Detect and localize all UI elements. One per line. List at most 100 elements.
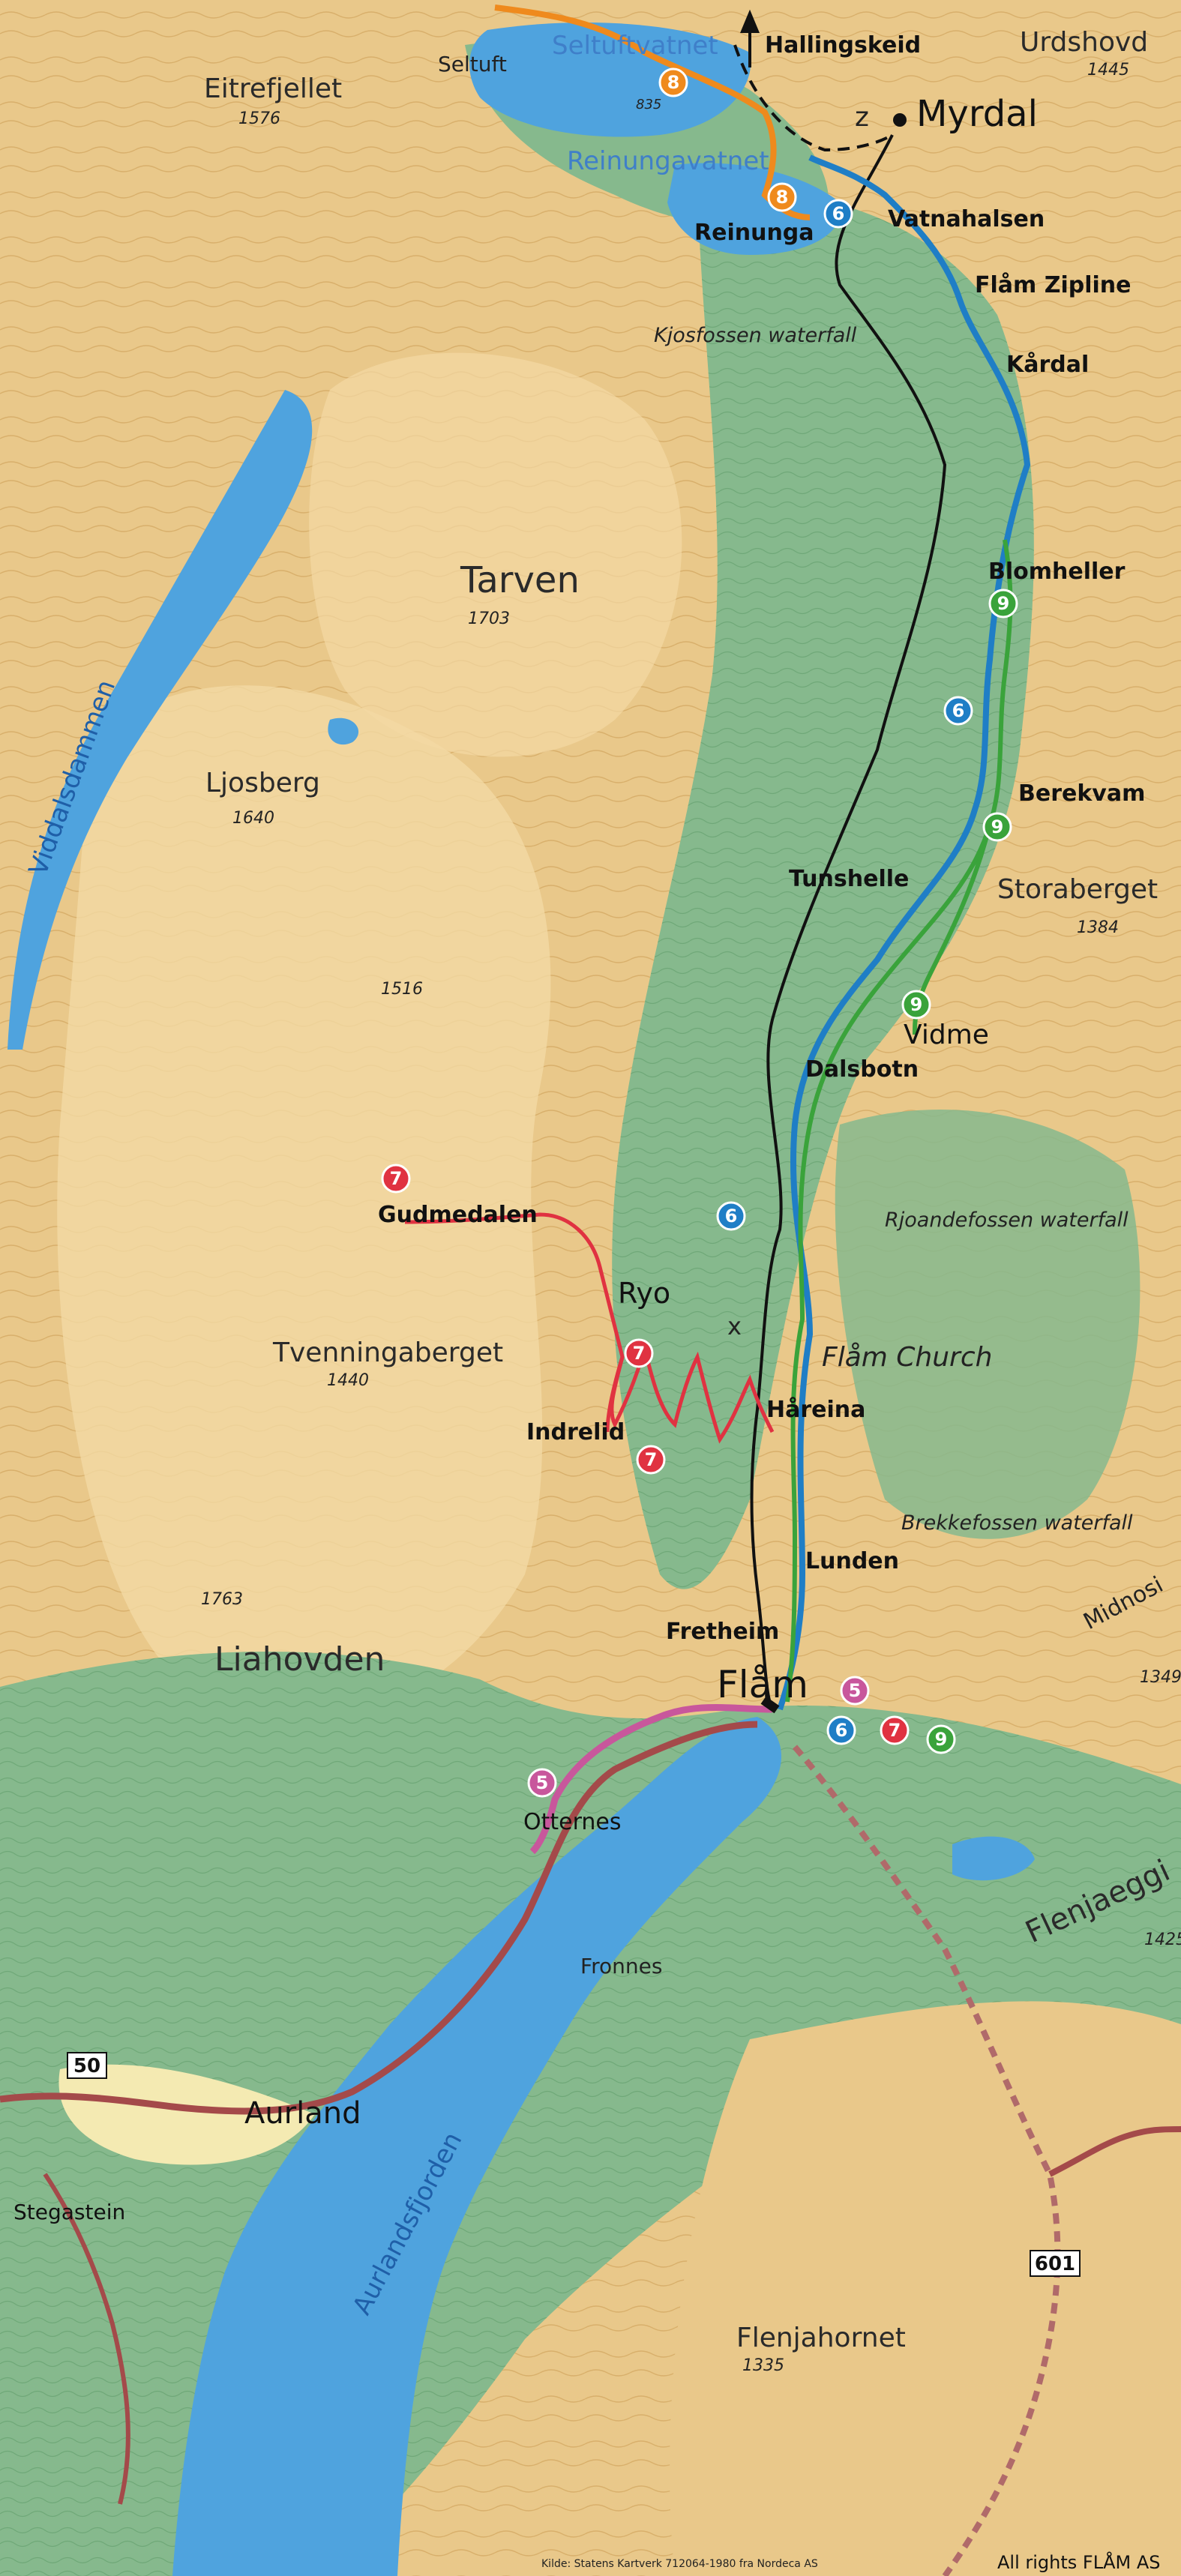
- myrdal-station-icon: [893, 113, 907, 127]
- road-601: [792, 1745, 1061, 2576]
- storaberget-label: Storaberget: [997, 874, 1158, 905]
- flam-church-label: Flåm Church: [822, 1342, 992, 1373]
- trail-7-indrelid: [605, 1356, 625, 1433]
- road-shield-50: 50: [67, 2052, 107, 2079]
- fretheim-label: Fretheim: [666, 1619, 779, 1645]
- route-7-label: 7: [633, 1343, 646, 1364]
- high-plateau-west: [57, 685, 551, 1721]
- route-badge-6-dalsbotn: 6: [716, 1201, 746, 1231]
- route-badge-6-flam: 6: [826, 1715, 856, 1745]
- trail-6: [777, 154, 1031, 1711]
- trail-5: [529, 1704, 773, 1855]
- vatnahalsen-label: Vatnahalsen: [888, 206, 1045, 232]
- north-arrow: [740, 9, 760, 67]
- hallingskeid-label: Hallingskeid: [765, 32, 921, 58]
- flenjahornet-label: Flenjahornet: [736, 2323, 906, 2353]
- tvenningaberget-label: Tvenningaberget: [272, 1337, 503, 1368]
- route-6-label: 6: [835, 1720, 848, 1741]
- route-6-label: 6: [725, 1206, 738, 1227]
- seltuft-label: Seltuft: [438, 52, 507, 76]
- blomheller-label: Blomheller: [988, 559, 1126, 585]
- elev-1763: 1763: [201, 1590, 243, 1609]
- kardal-label: Kårdal: [1006, 351, 1089, 378]
- route-9-label: 9: [910, 994, 923, 1015]
- hareina-label: Håreina: [766, 1396, 865, 1423]
- urdshovd-elev: 1445: [1087, 61, 1129, 79]
- route-badge-7-flam: 7: [880, 1715, 910, 1745]
- small-lake-2: [952, 1836, 1035, 1881]
- rights-label: All rights FLÅM AS: [997, 2551, 1161, 2573]
- tunshelle-label: Tunshelle: [789, 866, 909, 892]
- route-badge-5-flam: 5: [840, 1676, 870, 1706]
- route-badge-5-otternes: 5: [527, 1768, 557, 1798]
- otternes-label: Otternes: [523, 1809, 622, 1835]
- aurland-label: Aurland: [244, 2096, 361, 2131]
- route-badge-7-ryo: 7: [624, 1338, 654, 1368]
- tvenningaberget-elev: 1440: [327, 1371, 369, 1390]
- route-badge-9-blomheller: 9: [988, 589, 1018, 619]
- seltuftvatnet-label: Seltuftvatnet: [552, 31, 718, 61]
- route-badge-8-reinunga: 8: [767, 182, 797, 212]
- flam-railway: [750, 134, 947, 1710]
- road-601-label: 601: [1035, 2253, 1075, 2275]
- reinunga-label: Reinunga: [694, 220, 814, 246]
- aurlandsfjorden: [172, 1717, 782, 2576]
- reinungavatnet-label: Reinungavatnet: [567, 146, 769, 176]
- eitrefjellet-elev: 1576: [238, 109, 280, 128]
- ljosberg-elev: 1640: [232, 809, 274, 828]
- small-lake-1: [328, 717, 359, 745]
- flam-label: Flåm: [717, 1663, 808, 1706]
- indrelid-label: Indrelid: [526, 1419, 625, 1445]
- route-badge-9-vidme: 9: [901, 990, 931, 1020]
- reinungavatnet-lake: [667, 163, 841, 255]
- rjoandefossen-label: Rjoandefossen waterfall: [885, 1209, 1129, 1232]
- urdshovd-label: Urdshovd: [1020, 27, 1148, 58]
- elev-835: 835: [636, 97, 661, 112]
- lunden-label: Lunden: [805, 1548, 899, 1574]
- liahovden-label: Liahovden: [214, 1640, 385, 1679]
- route-5-label: 5: [849, 1680, 862, 1701]
- trail-8: [494, 4, 811, 220]
- forest-east-slopes: [835, 1110, 1141, 1539]
- route-7-label: 7: [645, 1449, 658, 1470]
- elev-1425: 1425: [1144, 1931, 1181, 1949]
- elev-1349: 1349: [1140, 1668, 1181, 1687]
- storaberget-elev: 1384: [1077, 918, 1119, 937]
- elev-1516: 1516: [381, 980, 423, 999]
- flenjahornet-elev: 1335: [742, 2356, 784, 2375]
- trail-7: [404, 1212, 775, 1444]
- vidme-label: Vidme: [904, 1020, 989, 1050]
- road-50: [0, 1721, 758, 2115]
- seltuftvatnet-lake: [469, 22, 751, 137]
- stegastein-label: Stegastein: [13, 2200, 125, 2224]
- route-badge-7-gudmedalen: 7: [381, 1164, 411, 1194]
- aurland-village: [58, 2064, 315, 2165]
- route-6-label: 6: [952, 700, 965, 721]
- kjosfossen-label: Kjosfossen waterfall: [654, 324, 857, 347]
- route-badge-8-top: 8: [658, 67, 688, 97]
- road-50-label: 50: [73, 2055, 100, 2077]
- route-9-label: 9: [991, 816, 1004, 837]
- myrdal-label: Myrdal: [916, 93, 1038, 135]
- ryo-label: Ryo: [618, 1277, 670, 1310]
- ljosberg-label: Ljosberg: [205, 768, 320, 798]
- route-badge-7-indrelid: 7: [636, 1445, 666, 1475]
- brekkefossen-label: Brekkefossen waterfall: [901, 1511, 1133, 1535]
- flam-station-icon: [760, 1696, 780, 1714]
- trail-9: [785, 539, 1013, 1703]
- route-badge-9-flam: 9: [926, 1724, 956, 1754]
- route-badge-9-berekvam: 9: [982, 812, 1012, 842]
- high-plateau-tarven: [309, 352, 682, 757]
- route-8-label: 8: [776, 187, 789, 208]
- fronnes-label: Fronnes: [580, 1954, 662, 1978]
- forest-southeast: [670, 2001, 1181, 2576]
- route-badge-6-mid: 6: [943, 696, 973, 726]
- route-8-label: 8: [667, 72, 680, 93]
- eitrefjellet-label: Eitrefjellet: [204, 73, 342, 104]
- route-9-label: 9: [997, 593, 1010, 614]
- north-arrow-icon: [740, 9, 760, 67]
- tarven-label: Tarven: [460, 559, 580, 601]
- dalsbotn-label: Dalsbotn: [805, 1056, 919, 1083]
- route-6-label: 6: [832, 203, 845, 224]
